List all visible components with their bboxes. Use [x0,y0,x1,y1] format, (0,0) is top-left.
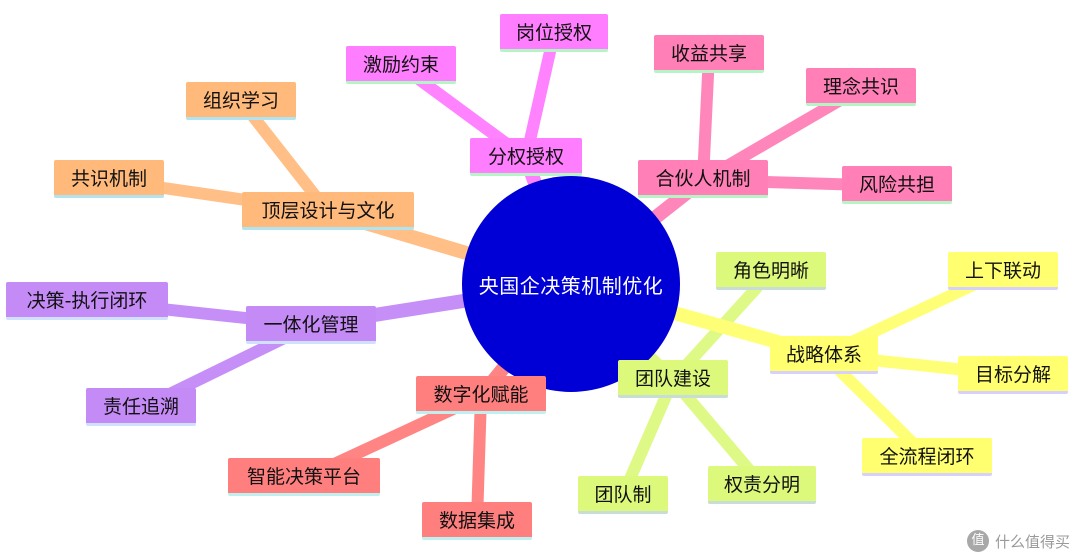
leaf-node-goal-decomposition: 目标分解 [958,356,1068,394]
branch-node-digital-empowerment: 数字化赋能 [416,376,546,414]
leaf-node-top-down-linkage: 上下联动 [948,252,1058,290]
connector-digital-integration [471,390,487,527]
leaf-node-shared-philosophy: 理念共识 [806,68,916,106]
leaf-node-risk-sharing: 风险共担 [842,166,952,204]
leaf-node-team-system: 团队制 [578,476,668,514]
branch-node-integrated-management: 一体化管理 [246,306,376,344]
leaf-node-consensus-mechanism: 共识机制 [54,160,164,198]
watermark-logo-icon: 值 [966,530,989,552]
leaf-node-data-integration: 数据集成 [422,502,532,540]
branch-node-strategic-system: 战略体系 [770,336,878,374]
leaf-node-smart-decision-platform: 智能决策平台 [228,458,380,496]
branch-node-authorization: 分权授权 [470,138,582,176]
branch-node-team-building: 团队建设 [618,360,728,398]
leaf-node-profit-sharing: 收益共享 [654,35,764,73]
leaf-node-position-authorization: 岗位授权 [500,14,608,52]
leaf-node-accountability: 责任追溯 [86,388,196,426]
leaf-node-incentive-constraint: 激励约束 [346,46,456,84]
watermark: 值 什么值得买 [966,530,1070,552]
connector-authorization-position [520,28,560,164]
watermark-text: 什么值得买 [994,532,1070,551]
connector-team-system [617,374,679,501]
branch-node-partnership: 合伙人机制 [638,160,768,198]
leaf-node-org-learning: 组织学习 [186,82,296,120]
leaf-node-full-process-loop: 全流程闭环 [862,438,992,476]
center-label: 央国企决策机制优化 [478,273,664,298]
leaf-node-decision-execution-loop: 决策-执行闭环 [6,282,168,320]
branch-node-culture: 顶层设计与文化 [242,192,414,230]
leaf-node-responsibility-clarity: 权责分明 [708,466,816,504]
leaf-node-role-clarity: 角色明晰 [716,252,826,290]
center-node: 央国企决策机制优化 [462,176,680,392]
connector-partnership-profit [697,48,715,186]
